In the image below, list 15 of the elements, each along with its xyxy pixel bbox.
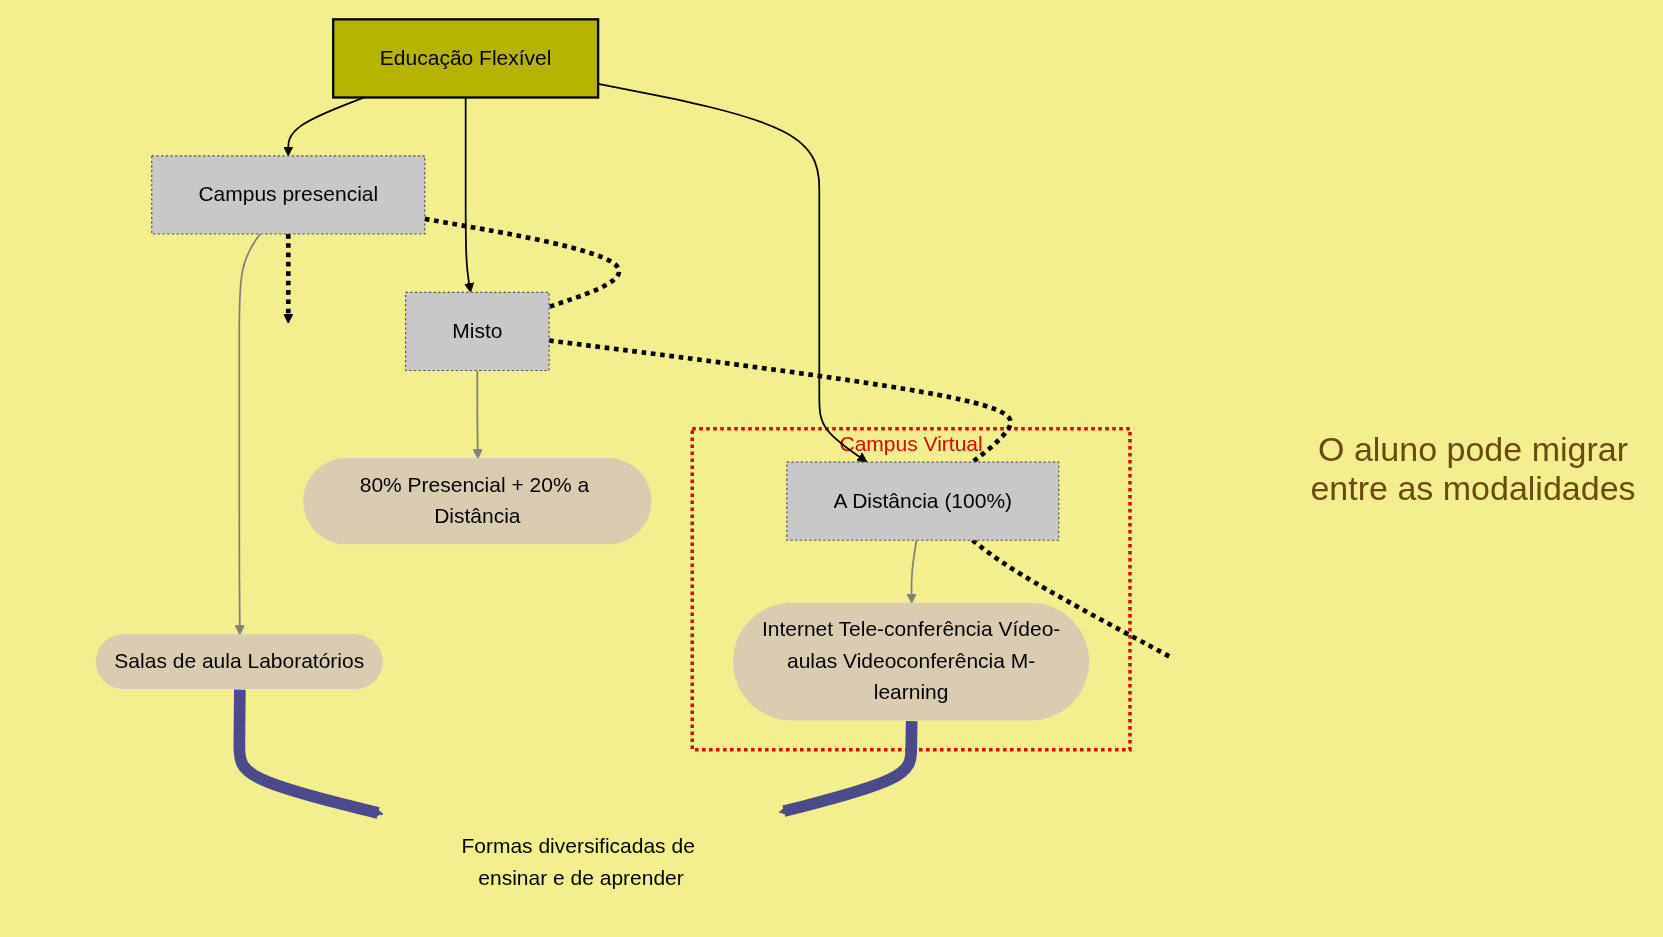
note-text: O aluno pode migrar entre as modalidades	[1309, 429, 1637, 508]
node-box: Salas de aula Laboratórios	[95, 634, 383, 689]
arrow	[472, 369, 483, 460]
node-box: A Distância (100%)	[786, 461, 1060, 541]
arrow	[283, 234, 294, 324]
arrow	[233, 689, 384, 819]
connector	[424, 216, 622, 310]
arrow	[906, 539, 918, 604]
node-box: 80% Presencial + 20% a Distância	[303, 458, 652, 545]
arrow	[234, 233, 262, 636]
node-box: Campus presencial	[151, 155, 426, 235]
node-text: Formas diversificadas de ensinar e de aprender	[461, 834, 695, 890]
node-box: Misto	[404, 291, 550, 372]
node-box: Internet Tele-conferência Vídeo-aulas Videoconferência M-learning	[733, 602, 1090, 721]
node-box: Educação Flexível	[332, 18, 600, 99]
